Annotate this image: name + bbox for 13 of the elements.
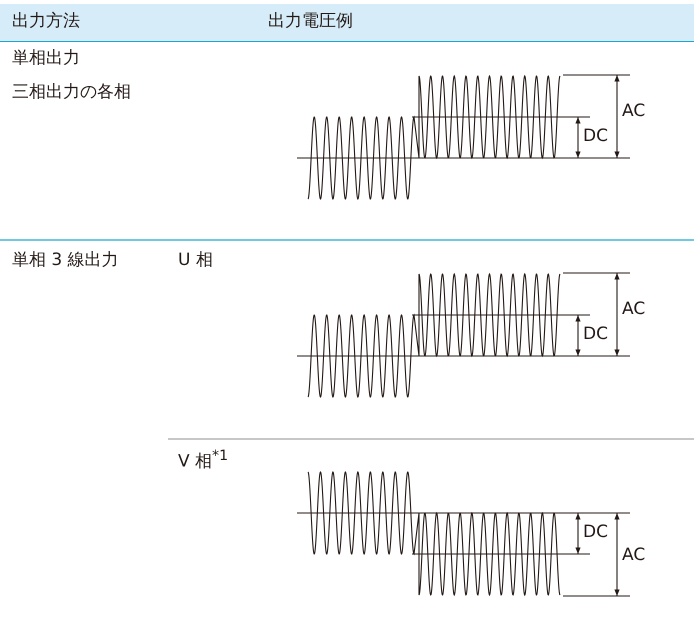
phase-label: U 相 — [178, 250, 213, 270]
dimension-label: DC — [583, 522, 608, 542]
dimension-label: DC — [583, 324, 608, 344]
dimension-label: AC — [622, 545, 646, 566]
dimension-label: DC — [583, 126, 608, 146]
method-label: 三相出力の各相 — [12, 82, 131, 102]
dimension-label: AC — [622, 101, 646, 122]
method-label: 単相出力 — [12, 48, 80, 68]
dimension-label: AC — [622, 299, 646, 320]
column-header: 出力方法 — [12, 11, 80, 32]
phase-label: V 相$^{*1}$ — [178, 448, 228, 472]
method-label: 単相 3 線出力 — [12, 250, 119, 270]
column-header: 出力電圧例 — [268, 11, 353, 32]
